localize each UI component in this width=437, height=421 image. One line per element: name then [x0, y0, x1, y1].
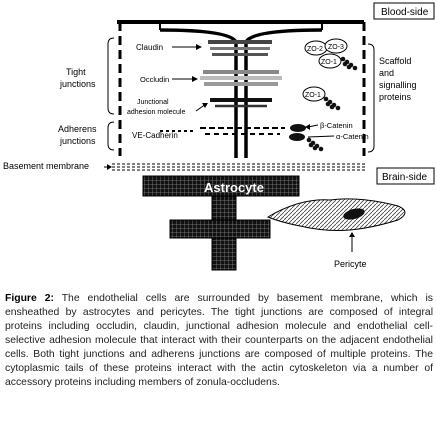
occludin-label: Occludin: [140, 75, 169, 84]
basement-membrane-callout: Basement membrane: [3, 161, 112, 171]
ve-cadherin-callout: VE-Cadherin: [132, 131, 178, 140]
tight-junctions-label-line1: Tight: [66, 67, 86, 77]
occludin-proteins: [200, 70, 282, 86]
astrocyte-label: Astrocyte: [204, 180, 264, 195]
catenin-proteins: [289, 124, 324, 152]
scaffold-label-line3: signalling: [379, 80, 417, 90]
figure-caption-text: The endothelial cells are surrounded by …: [5, 293, 433, 388]
basement-membrane-label: Basement membrane: [3, 161, 89, 171]
occludin-callout: Occludin: [140, 75, 198, 84]
pericyte-label: Pericyte: [334, 259, 367, 269]
beta-catenin-label: β-Catenin: [320, 121, 353, 130]
scaffold-bracket: Scaffold and signalling proteins: [367, 43, 417, 153]
zo2-label: ZO-2: [307, 46, 323, 53]
adherens-junctions-label-line1: Adherens: [58, 124, 97, 134]
scaffold-label-line4: proteins: [379, 92, 412, 102]
figure-caption-label: Figure 2:: [5, 293, 54, 304]
zo1-label-upper: ZO-1: [321, 59, 337, 66]
claudin-proteins: [208, 40, 272, 56]
zo-proteins: ZO-2 ZO-3 ZO-1 ZO-1: [302, 38, 358, 111]
claudin-callout: Claudin: [136, 43, 202, 52]
blood-brain-barrier-diagram: Blood-side Brain-side: [3, 2, 435, 271]
jam-proteins: [210, 98, 272, 108]
pericyte: Pericyte: [266, 198, 406, 269]
jam-callout: Junctional adhesion molecule: [127, 99, 208, 116]
zo1-label-lower: ZO-1: [305, 92, 321, 99]
claudin-label: Claudin: [136, 43, 163, 52]
figure-caption: Figure 2: The endothelial cells are surr…: [5, 292, 433, 390]
alpha-catenin-label: α-Catenin: [336, 132, 369, 141]
blood-side-label: Blood-side: [381, 7, 429, 18]
blood-side-label-box: Blood-side: [373, 2, 435, 20]
adherens-junctions-bracket: Adherens junctions: [58, 121, 115, 151]
astrocyte: Astrocyte: [142, 175, 300, 271]
adherens-junctions-label-line2: junctions: [59, 136, 96, 146]
tight-junctions-bracket: Tight junctions: [59, 37, 115, 115]
scaffold-label-line2: and: [379, 68, 394, 78]
jam-label-line1: Junctional: [137, 99, 169, 106]
brain-side-label-box: Brain-side: [376, 167, 435, 185]
scaffold-label-line1: Scaffold: [379, 56, 411, 66]
brain-side-label: Brain-side: [382, 172, 427, 183]
tight-junctions-label-line2: junctions: [59, 79, 96, 89]
ve-cadherin-label: VE-Cadherin: [132, 131, 178, 140]
basement-membrane: [112, 163, 366, 171]
catenin-callouts: β-Catenin α-Catenin: [305, 121, 369, 141]
zo3-label: ZO-3: [328, 44, 344, 51]
ve-cadherin-proteins: [160, 127, 285, 135]
jam-label-line2: adhesion molecule: [127, 109, 185, 116]
